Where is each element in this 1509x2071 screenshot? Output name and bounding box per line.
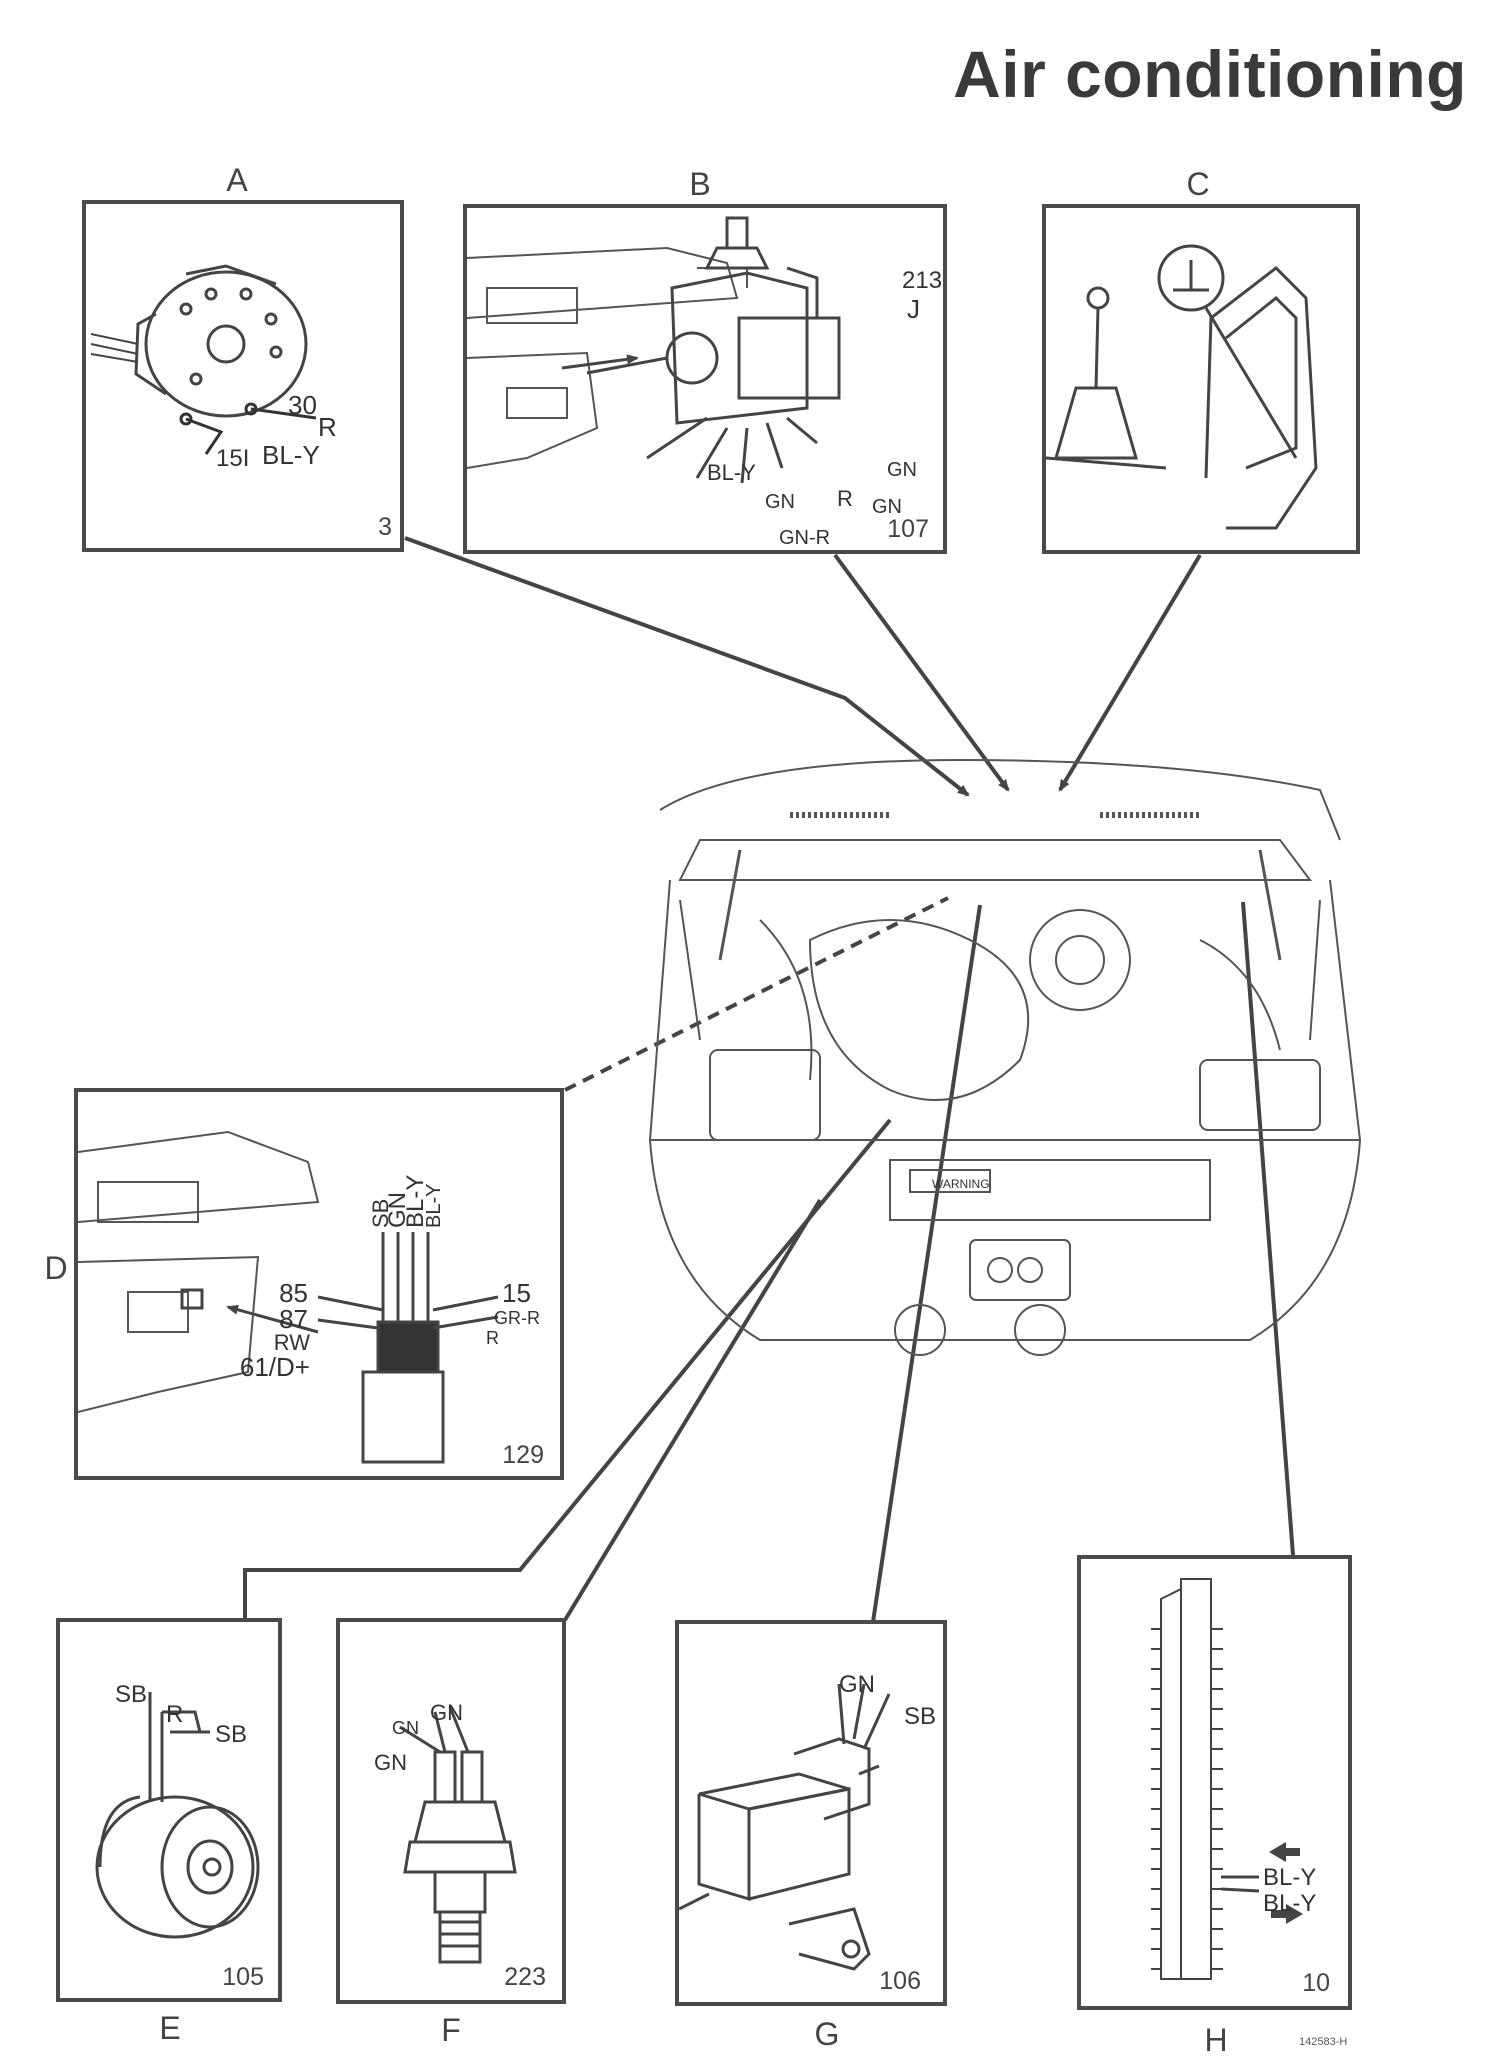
wire-e-sb-1: SB [115, 1681, 147, 1708]
pin-d-85: 85 [279, 1278, 308, 1308]
wire-a-bl-y: BL-Y [262, 440, 320, 470]
panel-g-letter: G [814, 2016, 840, 2052]
panel-d-letter: D [44, 1250, 68, 1286]
engine-bay-illustration: WARNING [648, 758, 1362, 1356]
panel-b-ref-j: J [907, 294, 920, 324]
wire-a-15i: 15I [216, 445, 249, 472]
solenoid-valve-drawing [678, 1683, 891, 1971]
wire-g-gn: GN [839, 1671, 875, 1698]
panel-a-ignition-switch: 30 R 15I BL-Y 3 [82, 200, 404, 552]
panel-e-letter: E [159, 2010, 181, 2046]
wire-e-sb-2: SB [215, 1721, 247, 1748]
wire-b-gn-3: GN [872, 496, 902, 518]
panel-c-ground-point [1042, 204, 1360, 554]
ground-point-drawing [1045, 244, 1318, 530]
panel-b-number: 107 [887, 515, 929, 543]
panel-b-letter: B [689, 166, 711, 202]
panel-e-number: 105 [222, 1963, 264, 1991]
panel-a-letter: A [226, 162, 248, 198]
panel-e-compressor-clutch: SB R SB 105 [56, 1618, 282, 2002]
panel-g-number: 106 [879, 1967, 921, 1995]
wire-d-bl-y-2: BL-Y [423, 1184, 445, 1228]
panel-f-number: 223 [504, 1963, 546, 1991]
pin-d-rw: RW [274, 1330, 310, 1355]
pin-d-r: R [486, 1328, 499, 1348]
wire-a-r: R [318, 412, 337, 442]
wire-d-gn: GN [384, 1192, 411, 1228]
wire-f-gn-1: GN [392, 1718, 419, 1738]
page-title: Air conditioning [953, 37, 1467, 111]
panel-a-number: 3 [378, 513, 392, 541]
panel-d-number: 129 [502, 1441, 544, 1469]
panel-f-pressure-switch: GN GN GN 223 [336, 1618, 566, 2004]
ignition-switch-drawing [90, 264, 317, 455]
wire-d-sb: SB [368, 1199, 393, 1228]
pin-d-87: 87 [279, 1304, 308, 1334]
panel-h-letter: H [1204, 2022, 1228, 2058]
thermostat-drawing [466, 216, 841, 484]
panel-d-relay: SB GN BL-Y BL-Y 85 87 RW 61/D+ 15 GR-R R… [74, 1088, 564, 1480]
figure-code: 142583-H [1299, 2036, 1348, 2048]
panel-b-ref-213: 213 [902, 267, 942, 294]
wire-b-gn-r: GN-R [779, 527, 830, 549]
panel-g-solenoid-valve: GN SB 106 [675, 1620, 947, 2006]
wire-h-bl-y-1: BL-Y [1263, 1864, 1316, 1891]
pin-d-gr-r: GR-R [494, 1308, 540, 1328]
relay-drawing [77, 1130, 499, 1464]
wire-b-bl-y: BL-Y [707, 460, 756, 485]
panel-b-thermostat: 213 J BL-Y GN R GN GN GN-R 107 [463, 204, 947, 554]
warning-label: WARNING [932, 1177, 990, 1191]
wire-e-r: R [166, 1701, 183, 1728]
pin-d-15: 15 [502, 1278, 531, 1308]
pin-d-61-d: 61/D+ [240, 1352, 310, 1382]
wire-f-gn-2: GN [430, 1700, 463, 1725]
wire-b-r: R [837, 486, 853, 511]
pressure-switch-drawing [399, 1706, 517, 1964]
panel-c-letter: C [1186, 166, 1210, 202]
panel-h-fuse-box: BL-Y BL-Y 10 [1077, 1555, 1352, 2010]
wire-d-bl-y-1: BL-Y [402, 1175, 429, 1228]
panel-f-letter: F [441, 2012, 461, 2048]
fuse-box-drawing [1151, 1578, 1303, 1980]
wire-g-sb: SB [904, 1703, 936, 1730]
wire-a-30: 30 [288, 390, 317, 420]
wire-f-gn-3: GN [374, 1750, 407, 1775]
wire-b-gn-2: GN [887, 459, 917, 481]
wire-h-bl-y-2: BL-Y [1263, 1890, 1316, 1917]
panel-h-number: 10 [1302, 1969, 1330, 1997]
compressor-clutch-drawing [95, 1692, 260, 1939]
wire-b-gn-1: GN [765, 491, 795, 513]
